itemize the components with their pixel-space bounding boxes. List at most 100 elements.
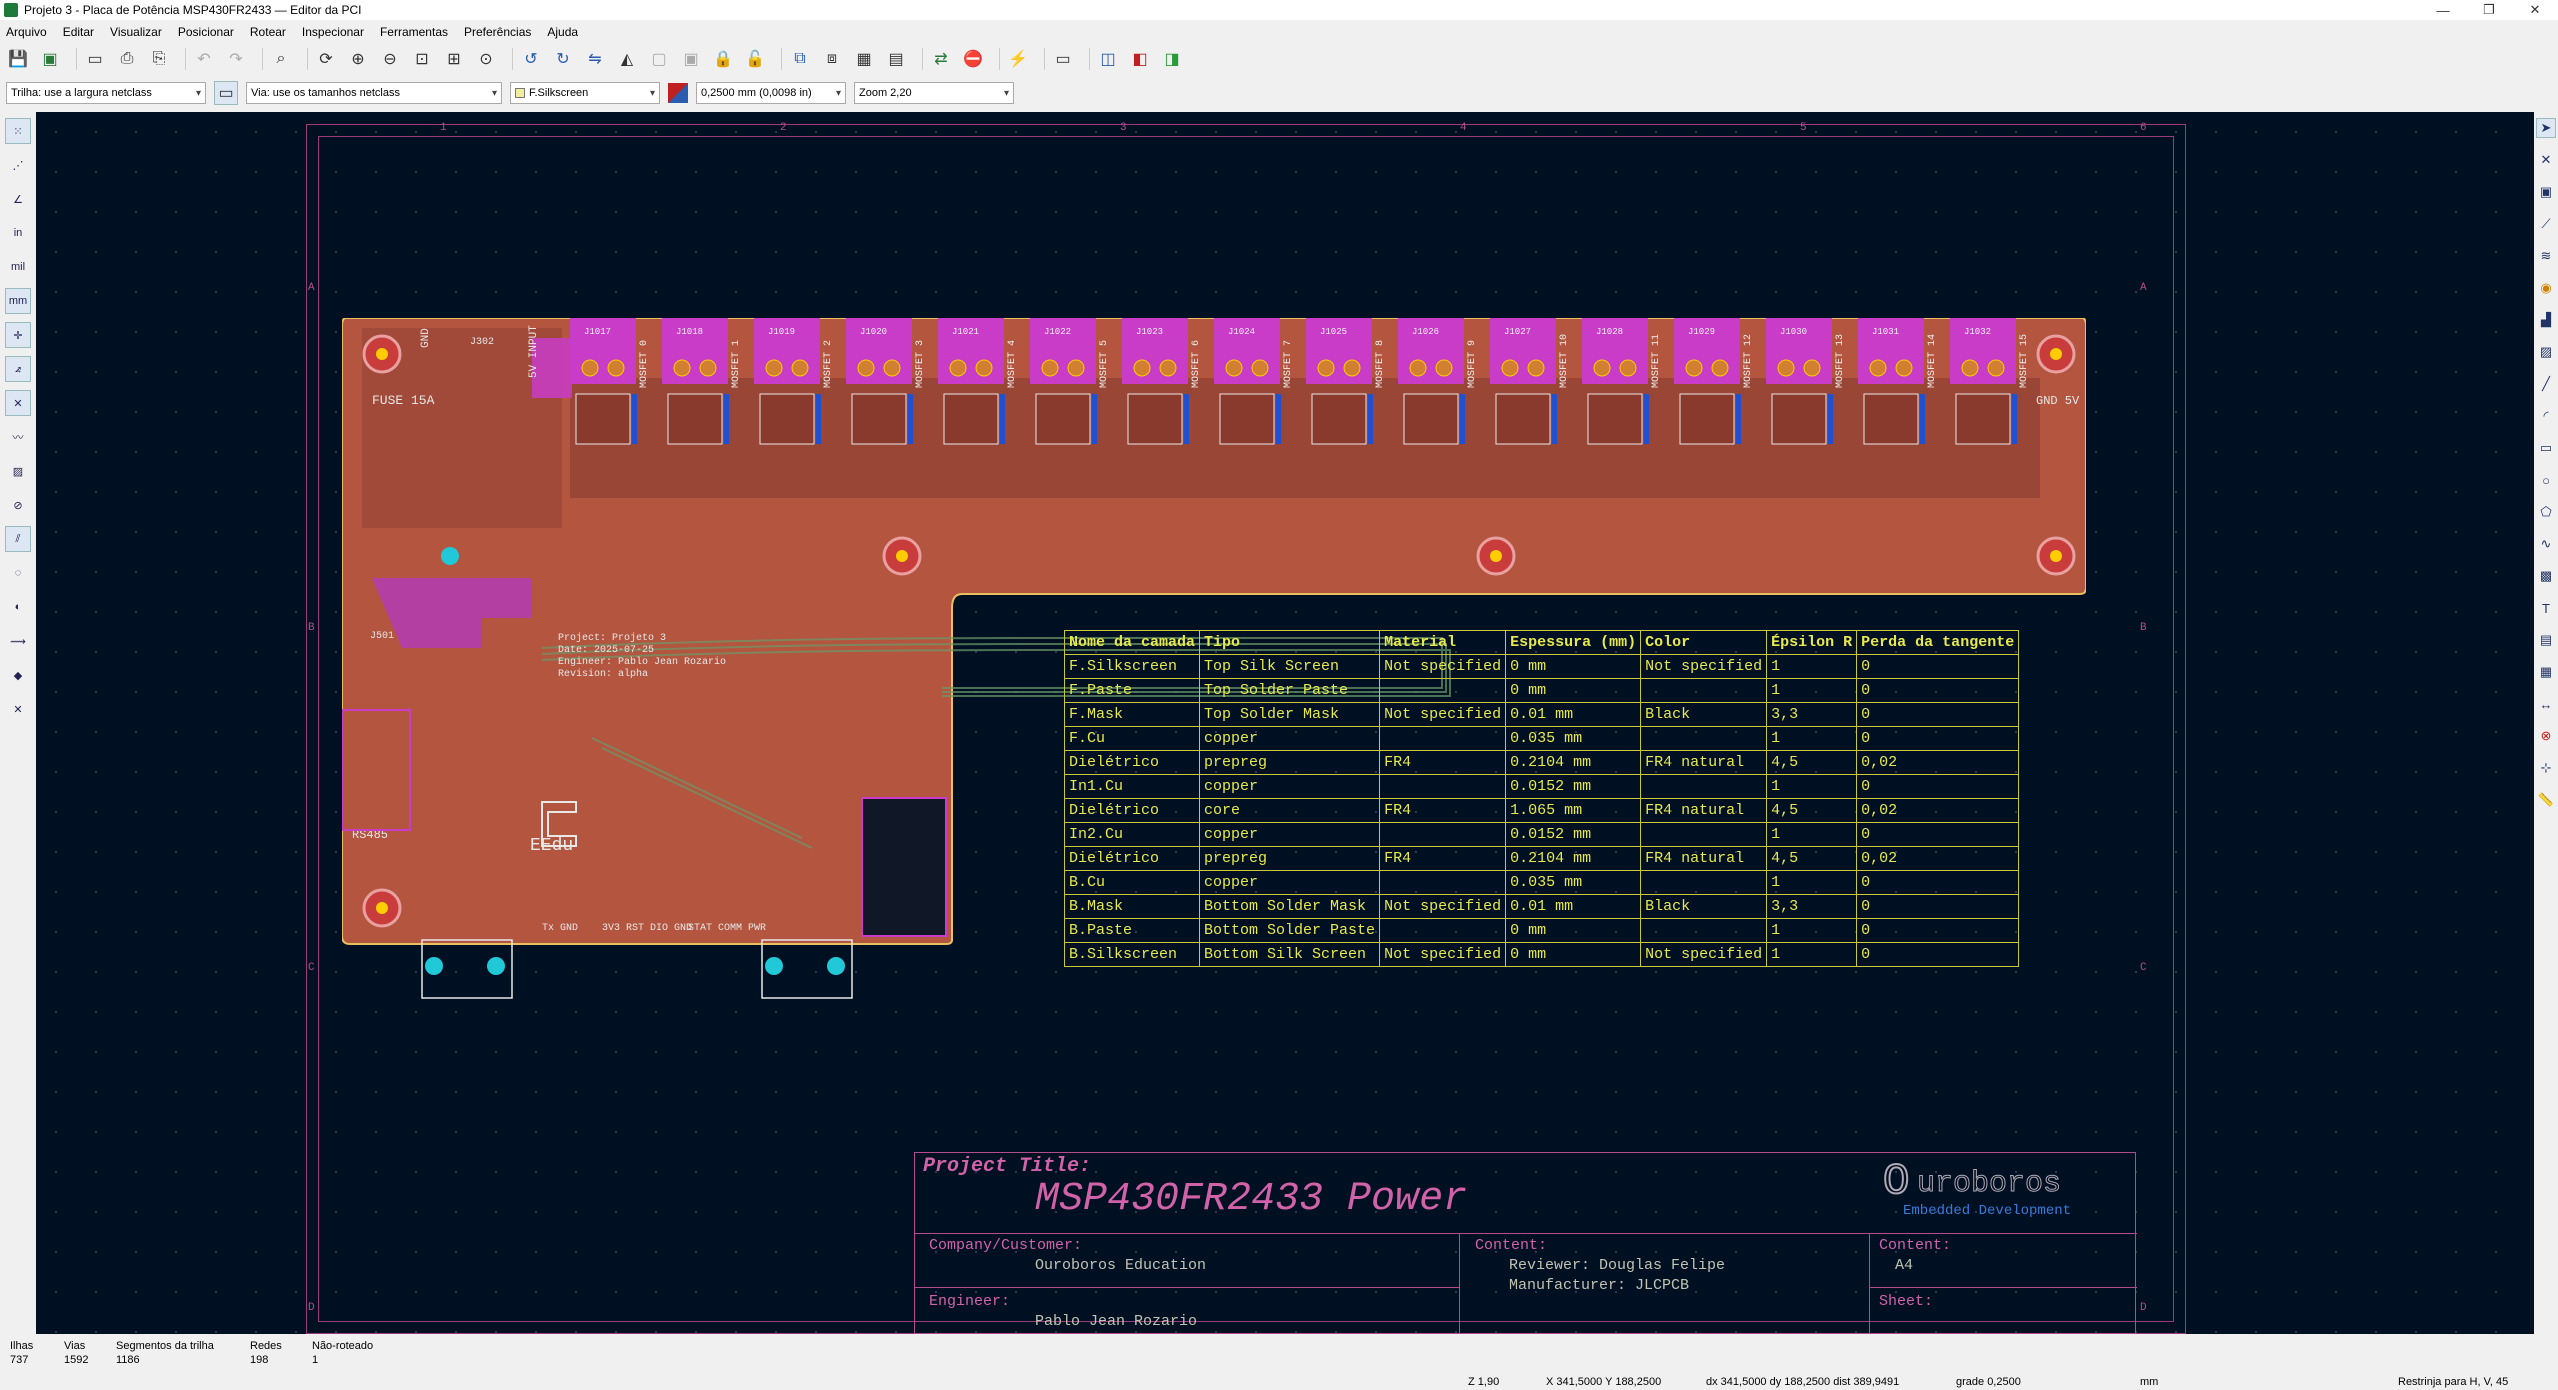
draw-circle-icon[interactable]: ○ (2542, 472, 2550, 488)
net-highlight-icon[interactable]: ⟿ (10, 635, 26, 648)
add-rule-area-icon[interactable]: ▨ (2539, 344, 2553, 359)
netlist-icon[interactable]: ⧉ (794, 50, 806, 67)
zoom-fit-icon[interactable]: ⊡ (415, 51, 429, 68)
ungroup-icon[interactable]: ▣ (683, 51, 699, 68)
plugin-2-icon[interactable]: ◧ (1132, 51, 1148, 68)
add-textbox-icon[interactable]: ▤ (2539, 632, 2553, 647)
drc-icon[interactable]: ⛔ (963, 51, 983, 68)
units-mm-icon[interactable]: mm (5, 288, 31, 314)
group-icon[interactable]: ▢ (651, 51, 667, 68)
redo-icon[interactable]: ↷ (229, 51, 243, 68)
footprint-viewer-icon[interactable]: ▤ (888, 51, 904, 68)
grid-toggle-icon[interactable]: ⁙ (5, 118, 31, 144)
add-zone-icon[interactable]: ▟ (2541, 312, 2551, 327)
menu-visualizar[interactable]: Visualizar (110, 25, 162, 39)
find-icon[interactable]: ⌕ (276, 50, 286, 67)
draw-line-icon[interactable]: ╱ (2542, 376, 2550, 391)
menu-rotear[interactable]: Rotear (249, 25, 286, 39)
menu-preferencias[interactable]: Preferências (464, 25, 532, 39)
print-icon[interactable]: ⎙ (120, 50, 134, 67)
add-via-icon[interactable]: ◉ (2540, 280, 2552, 295)
plot-icon[interactable]: ⎘ (152, 50, 166, 67)
menu-ferramentas[interactable]: Ferramentas (379, 25, 448, 39)
ratsnest-icon[interactable]: ✕ (5, 390, 31, 416)
via-outline-icon[interactable]: ◌ (14, 567, 22, 579)
polar-coords-icon[interactable]: ∠ (13, 193, 23, 206)
zoom-in-icon[interactable]: ⊕ (351, 51, 365, 68)
close-button[interactable]: ✕ (2529, 2, 2541, 17)
angle-snap-icon[interactable]: ⦨ (5, 356, 31, 382)
refresh-icon[interactable]: ⟳ (319, 51, 333, 68)
schematic-icon[interactable]: ⚡ (1008, 51, 1028, 68)
rotate-cw-icon[interactable]: ↻ (556, 51, 570, 68)
zoom-selection-icon[interactable]: ⊙ (479, 51, 493, 68)
maximize-button[interactable]: ❐ (2483, 2, 2495, 17)
route-diff-pair-icon[interactable]: ≋ (2540, 248, 2552, 263)
pad-outline-icon[interactable]: ⊘ (13, 499, 23, 512)
zoom-out-icon[interactable]: ⊖ (383, 51, 397, 68)
local-ratsnest-icon[interactable]: ✕ (2540, 152, 2552, 167)
add-image-icon[interactable]: ▩ (2539, 568, 2553, 583)
curved-ratsnest-icon[interactable]: 〰 (12, 432, 24, 444)
menu-inspecionar[interactable]: Inspecionar (301, 25, 364, 39)
grid-overrides-icon[interactable]: ⋰ (12, 159, 24, 172)
draw-arc-icon[interactable]: ◜ (2543, 408, 2549, 423)
add-bezier-icon[interactable]: ∿ (2540, 536, 2552, 551)
menu-posicionar[interactable]: Posicionar (177, 25, 234, 39)
auto-width-icon[interactable]: ▭ (214, 81, 238, 105)
undo-icon[interactable]: ↶ (197, 51, 211, 68)
mirror-icon[interactable]: ◭ (620, 51, 634, 68)
track-width-select[interactable]: Trilha: use a largura netclass (6, 82, 206, 104)
zoom-select[interactable]: Zoom 2,20 (854, 82, 1014, 104)
grid-select[interactable]: 0,2500 mm (0,0098 in) (696, 82, 846, 104)
layer-pair-icon[interactable] (668, 83, 688, 103)
zone-fill-icon[interactable]: ▨ (12, 465, 24, 478)
flip-icon[interactable]: ⇋ (588, 51, 602, 68)
zoom-objects-icon[interactable]: ⊞ (447, 51, 461, 68)
layer-select[interactable]: F.Silkscreen (510, 82, 660, 104)
menu-editar[interactable]: Editar (62, 25, 95, 39)
select-icon[interactable]: ➤ (2536, 118, 2556, 138)
scripting-console-icon[interactable]: ▭ (1055, 51, 1071, 68)
page-settings-icon[interactable]: ▭ (87, 51, 103, 68)
track-outline-icon[interactable]: ⫽ (5, 526, 31, 552)
unlock-icon[interactable]: 🔓 (745, 51, 765, 68)
add-table-icon[interactable]: ▦ (2539, 664, 2553, 679)
minimize-button[interactable]: — (2436, 2, 2450, 18)
footprint-browser-icon[interactable]: ▦ (856, 51, 872, 68)
add-text-icon[interactable]: T (2542, 600, 2550, 616)
draw-rectangle-icon[interactable]: ▭ (2539, 440, 2553, 455)
menu-ajuda[interactable]: Ajuda (547, 25, 579, 39)
draw-polygon-icon[interactable]: ⬠ (2540, 504, 2552, 519)
units-inch-icon[interactable]: in (13, 227, 23, 239)
rotate-ccw-icon[interactable]: ↺ (524, 51, 538, 68)
layers-manager-icon[interactable]: ◆ (13, 669, 23, 682)
route-track-icon[interactable]: ⟋ (2541, 216, 2551, 231)
cursor-icon[interactable]: ✛ (5, 322, 31, 348)
board-setup-icon[interactable]: ▣ (42, 51, 58, 68)
measure-icon[interactable]: 📏 (2537, 792, 2555, 807)
high-contrast-icon[interactable]: ◐ (14, 601, 22, 613)
update-pcb-icon[interactable]: ⇄ (934, 51, 948, 68)
via-size-select[interactable]: Via: use os tamanhos netclass (246, 82, 502, 104)
properties-icon[interactable]: ✕ (13, 703, 23, 716)
set-origin-icon[interactable]: ⊹ (2540, 760, 2552, 775)
save-icon[interactable]: 💾 (8, 51, 28, 68)
footprint-editor-icon[interactable]: ⧈ (826, 50, 838, 67)
